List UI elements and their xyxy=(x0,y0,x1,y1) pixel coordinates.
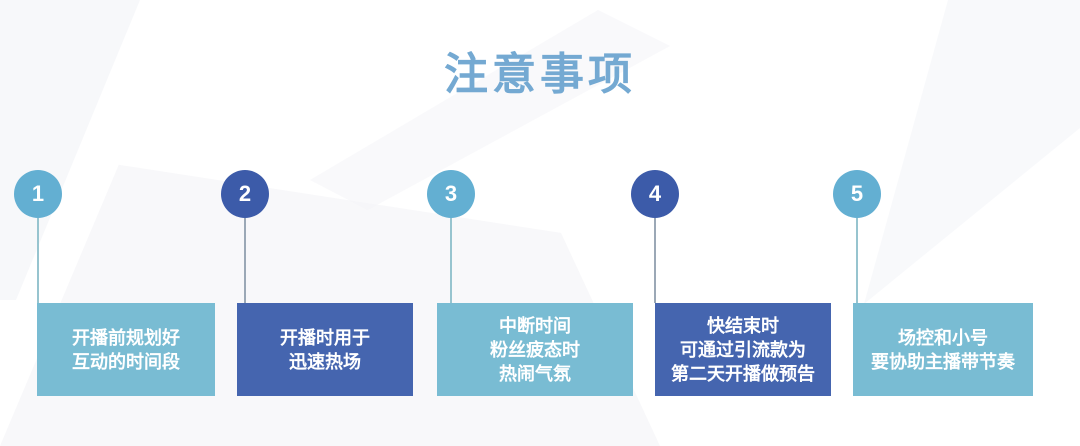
step-number-badge: 4 xyxy=(631,170,679,218)
step-connector-line xyxy=(654,218,656,303)
step-box: 中断时间 粉丝疲态时 热闹气氛 xyxy=(437,303,633,396)
step-box: 开播时用于 迅速热场 xyxy=(237,303,413,396)
step-number: 3 xyxy=(444,181,458,206)
step-number-badge: 5 xyxy=(833,170,881,218)
step-number: 1 xyxy=(31,181,45,206)
step-number-badge: 1 xyxy=(14,170,62,218)
step-number: 2 xyxy=(238,181,252,206)
step-connector-line xyxy=(37,218,39,303)
step-number-badge: 3 xyxy=(427,170,475,218)
step-label: 场控和小号 要协助主播带节奏 xyxy=(871,327,1015,372)
step-column-1: 1 开播前规划好 互动的时间段 xyxy=(14,170,215,396)
step-column-2: 2 开播时用于 迅速热场 xyxy=(221,170,413,396)
step-label: 中断时间 粉丝疲态时 热闹气氛 xyxy=(490,315,580,384)
step-connector-line xyxy=(244,218,246,303)
step-connector-line xyxy=(856,218,858,303)
step-number: 4 xyxy=(648,181,662,206)
step-label: 开播时用于 迅速热场 xyxy=(280,327,370,372)
step-number: 5 xyxy=(850,181,864,206)
step-label: 快结束时 可通过引流款为 第二天开播做预告 xyxy=(671,315,815,384)
step-box: 场控和小号 要协助主播带节奏 xyxy=(853,303,1033,396)
step-box: 快结束时 可通过引流款为 第二天开播做预告 xyxy=(655,303,831,396)
step-label: 开播前规划好 互动的时间段 xyxy=(72,327,180,372)
step-box: 开播前规划好 互动的时间段 xyxy=(37,303,215,396)
step-column-4: 4 快结束时 可通过引流款为 第二天开播做预告 xyxy=(631,170,831,396)
step-number-badge: 2 xyxy=(221,170,269,218)
step-connector-line xyxy=(450,218,452,303)
step-column-5: 5 场控和小号 要协助主播带节奏 xyxy=(833,170,1033,396)
step-column-3: 3 中断时间 粉丝疲态时 热闹气氛 xyxy=(427,170,633,396)
slide-title: 注意事项 xyxy=(444,50,636,99)
